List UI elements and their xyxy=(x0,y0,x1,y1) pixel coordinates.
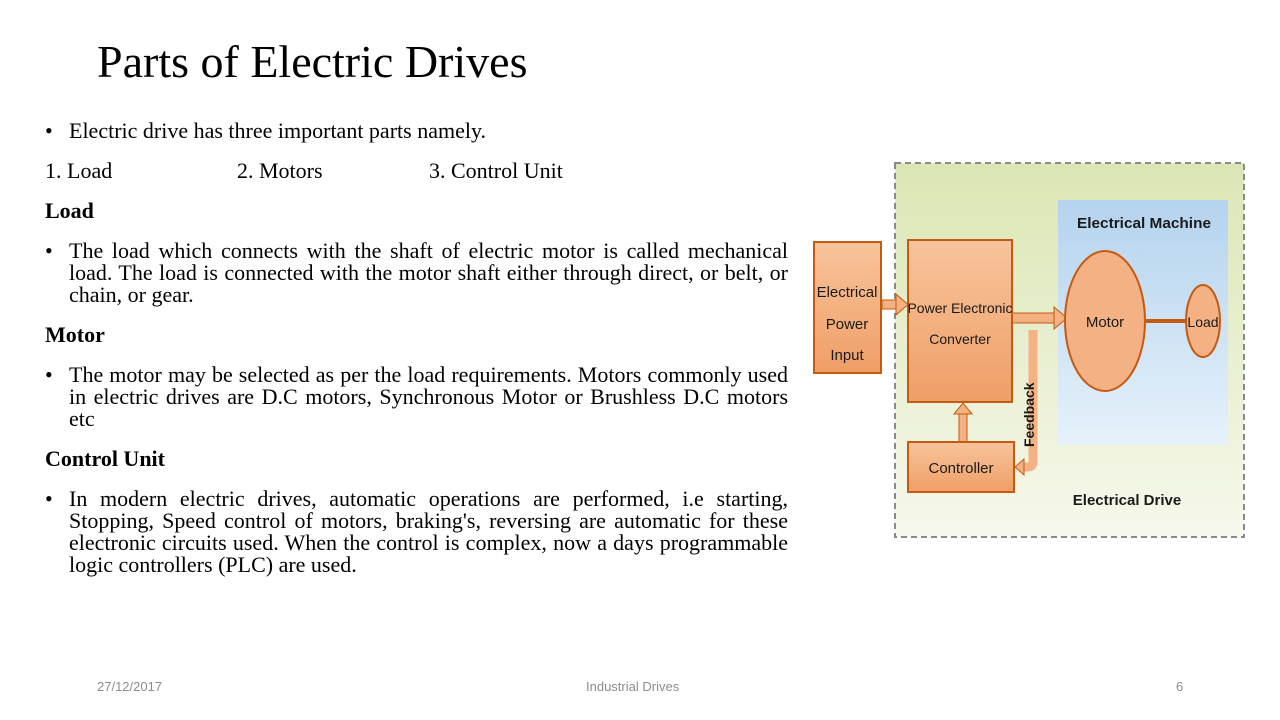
part-load: 1. Load xyxy=(45,158,113,183)
motor-circle xyxy=(1064,250,1146,392)
footer-title: Industrial Drives xyxy=(586,679,680,694)
controller-box xyxy=(907,441,1015,493)
input-arrow-shaft xyxy=(881,299,897,310)
feedback-arrow-head xyxy=(1014,457,1025,477)
control-unit-description: In modern electric drives, automatic ope… xyxy=(45,488,788,576)
power-input-line-2: Power xyxy=(826,316,869,333)
electrical-machine-label: Electrical Machine xyxy=(1077,215,1211,232)
converter-line-2: Converter xyxy=(929,331,991,347)
heading-load: Load xyxy=(45,198,94,223)
slide-title: Parts of Electric Drives xyxy=(97,36,528,87)
converter-line-1: Power Electronic xyxy=(907,300,1012,316)
heading-control-unit: Control Unit xyxy=(45,446,165,471)
load-description: The load which connects with the shaft o… xyxy=(45,240,788,306)
controller-label: Controller xyxy=(928,460,993,477)
slide-body: Electric drive has three important parts… xyxy=(45,120,788,576)
feedback-label: Feedback xyxy=(1021,382,1037,447)
intro-bullet: Electric drive has three important parts… xyxy=(45,120,788,143)
heading-motor: Motor xyxy=(45,322,105,347)
electric-drive-diagram: Electrical Machine Feedback Electrical P… xyxy=(813,162,1245,538)
power-input-line-1: Electrical xyxy=(817,284,878,301)
motor-description: The motor may be selected as per the loa… xyxy=(45,364,788,430)
part-motors: 2. Motors xyxy=(237,158,323,183)
converter-to-motor-head xyxy=(1053,305,1068,331)
converter-to-motor-shaft xyxy=(1011,312,1055,324)
footer-page-number: 6 xyxy=(1176,679,1184,694)
load-circle xyxy=(1185,284,1221,358)
part-control-unit: 3. Control Unit xyxy=(429,158,563,183)
power-input-line-3: Input xyxy=(830,347,864,364)
power-input-box xyxy=(813,241,882,374)
input-arrow-head xyxy=(895,292,909,317)
controller-arrow-head xyxy=(952,402,974,415)
load-label: Load xyxy=(1187,314,1218,330)
motor-label: Motor xyxy=(1086,314,1124,331)
feedback-path xyxy=(1022,330,1038,472)
controller-arrow-shaft xyxy=(958,413,968,443)
footer-date: 27/12/2017 xyxy=(97,679,163,694)
electrical-drive-label: Electrical Drive xyxy=(1073,492,1181,509)
converter-box xyxy=(907,239,1013,403)
parts-list: 1. Load 2. Motors 3. Control Unit xyxy=(45,160,788,182)
